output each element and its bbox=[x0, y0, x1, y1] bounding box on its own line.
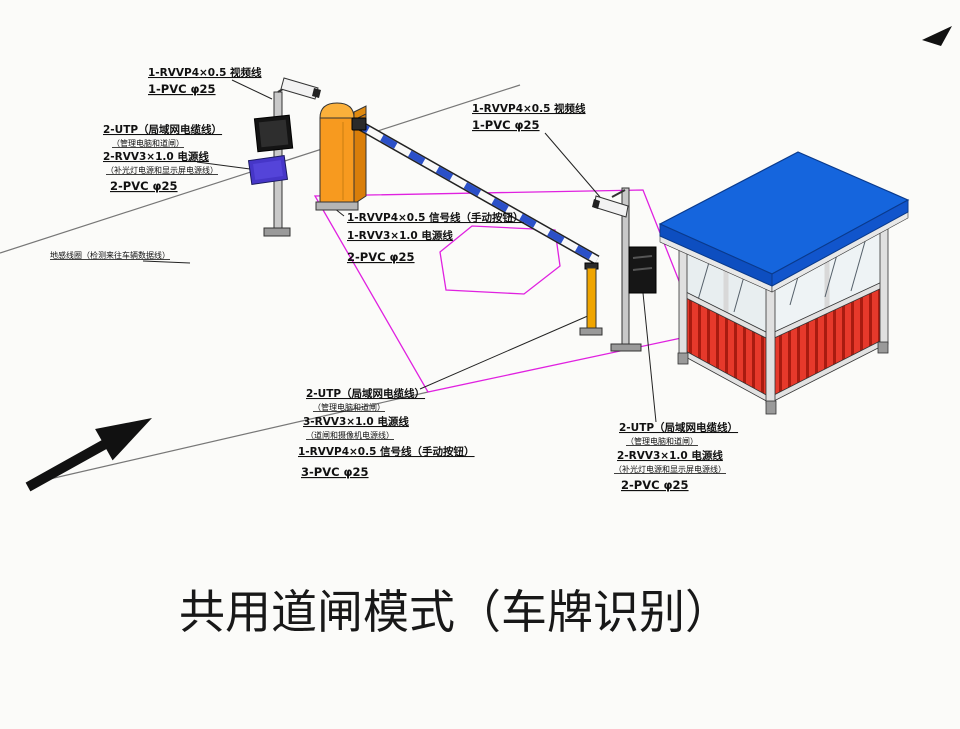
label-line: （管理电脑和道闸） bbox=[112, 138, 184, 148]
camera-2-bracket bbox=[611, 189, 626, 198]
camera-1-lens-icon bbox=[312, 88, 321, 98]
label-barrier-cables: 1-RVVP4×0.5 信号线（手动按钮） 1-RVV3×1.0 电源线 2-P… bbox=[347, 211, 524, 264]
label-line: 1-RVV3×1.0 电源线 bbox=[347, 229, 453, 242]
booth-frame-rails bbox=[681, 280, 885, 404]
label-line: （补光灯电源和显示屏电源线） bbox=[106, 165, 218, 175]
label-line: 2-RVV3×1.0 电源线 bbox=[103, 150, 209, 163]
label-line: 3-RVV3×1.0 电源线 bbox=[303, 415, 409, 428]
guard-booth bbox=[658, 151, 910, 415]
label-line: 3-PVC φ25 bbox=[301, 465, 369, 479]
monitor-screen bbox=[258, 119, 289, 148]
machine-front-face bbox=[319, 117, 355, 205]
label-line: 1-PVC φ25 bbox=[148, 82, 216, 96]
barrier-arm bbox=[351, 117, 600, 265]
label-exit-cables: 2-UTP（局域网电缆线） （管理电脑和道闸） 3-RVV3×1.0 电源线 （… bbox=[298, 387, 475, 479]
corner-arrow-icon bbox=[922, 26, 952, 46]
label-line: 2-RVV3×1.0 电源线 bbox=[617, 449, 723, 462]
pole-1-base bbox=[263, 227, 291, 237]
booth-foot bbox=[765, 400, 777, 415]
button-post-base bbox=[579, 327, 603, 336]
reflection-line bbox=[850, 237, 867, 292]
page-title: 共用道闸模式（车牌识别） bbox=[179, 585, 731, 639]
label-cam2-cable: 1-RVVP4×0.5 视频线 1-PVC φ25 bbox=[472, 102, 586, 132]
label-line: 1-RVVP4×0.5 信号线（手动按钮） bbox=[298, 445, 475, 458]
label-line: 1-PVC φ25 bbox=[472, 118, 540, 132]
label-line: 2-UTP（局域网电缆线） bbox=[619, 421, 738, 434]
label-line: 2-PVC φ25 bbox=[347, 250, 415, 264]
front-post bbox=[765, 274, 776, 404]
leader-cam1 bbox=[231, 79, 273, 100]
booth-feet bbox=[677, 341, 889, 415]
label-line: 2-PVC φ25 bbox=[110, 179, 178, 193]
right-post bbox=[879, 226, 889, 345]
leader-booth-cables bbox=[642, 292, 657, 423]
booth-foot bbox=[677, 352, 689, 365]
machine-base bbox=[315, 201, 359, 211]
label-line: （道闸和摄像机电源线） bbox=[306, 430, 394, 440]
label-booth-cables: 2-UTP（局域网电缆线） （管理电脑和道闸） 2-RVV3×1.0 电源线 （… bbox=[614, 421, 738, 492]
led-row bbox=[632, 267, 653, 271]
label-line: （补光灯电源和显示屏电源线） bbox=[614, 464, 726, 474]
label-line: 地感线圈（检测来往车辆数据线） bbox=[50, 250, 170, 260]
label-line: 1-RVVP4×0.5 信号线（手动按钮） bbox=[347, 211, 524, 224]
label-line: 2-PVC φ25 bbox=[621, 478, 689, 492]
leader-ground-loop bbox=[142, 260, 191, 264]
exit-camera-pole bbox=[579, 187, 657, 352]
entry-camera-pole bbox=[247, 77, 321, 237]
label-line: 1-RVVP4×0.5 视频线 bbox=[472, 102, 586, 115]
pole-2-base bbox=[610, 343, 642, 352]
label-cam1-cable: 1-RVVP4×0.5 视频线 1-PVC φ25 bbox=[148, 66, 262, 96]
road-edge-lower bbox=[27, 391, 429, 485]
arm-hub bbox=[351, 117, 367, 131]
direction-arrow bbox=[25, 418, 153, 492]
arm-stripes bbox=[359, 122, 599, 264]
display-monitor bbox=[253, 114, 294, 153]
label-line: 2-UTP（局域网电缆线） bbox=[103, 123, 222, 136]
label-ground-loop: 地感线圈（检测来往车辆数据线） bbox=[50, 250, 170, 260]
machine-top-cap bbox=[319, 102, 355, 119]
label-line: （管理电脑和道闸） bbox=[626, 436, 698, 446]
machine-cap-side bbox=[353, 105, 367, 121]
barrier-gate-machine bbox=[315, 102, 367, 211]
label-line: 2-UTP（局域网电缆线） bbox=[306, 387, 425, 400]
cable-labels: 1-RVVP4×0.5 视频线 1-PVC φ25 2-UTP（局域网电缆线） … bbox=[50, 66, 738, 492]
camera-2-lens-icon bbox=[592, 199, 600, 209]
fill-light-lens-icon bbox=[253, 160, 283, 180]
led-row bbox=[632, 255, 653, 259]
fill-light bbox=[247, 155, 289, 185]
leader-cam2 bbox=[544, 132, 601, 198]
leader-entry-cables bbox=[196, 161, 251, 170]
leader-exit-cables bbox=[419, 314, 591, 390]
manual-button-post bbox=[586, 267, 597, 331]
camera-1 bbox=[280, 77, 319, 100]
label-entry-cables: 2-UTP（局域网电缆线） （管理电脑和道闸） 2-RVV3×1.0 电源线 （… bbox=[103, 123, 222, 193]
label-line: 1-RVVP4×0.5 视频线 bbox=[148, 66, 262, 79]
arrows bbox=[25, 26, 952, 492]
booth-roof-right-fascia bbox=[771, 199, 909, 287]
booth-foot bbox=[877, 341, 889, 354]
label-line: （管理电脑和道闸） bbox=[313, 402, 385, 412]
ground-loop-outline bbox=[439, 225, 561, 295]
leader-lines bbox=[142, 79, 657, 423]
